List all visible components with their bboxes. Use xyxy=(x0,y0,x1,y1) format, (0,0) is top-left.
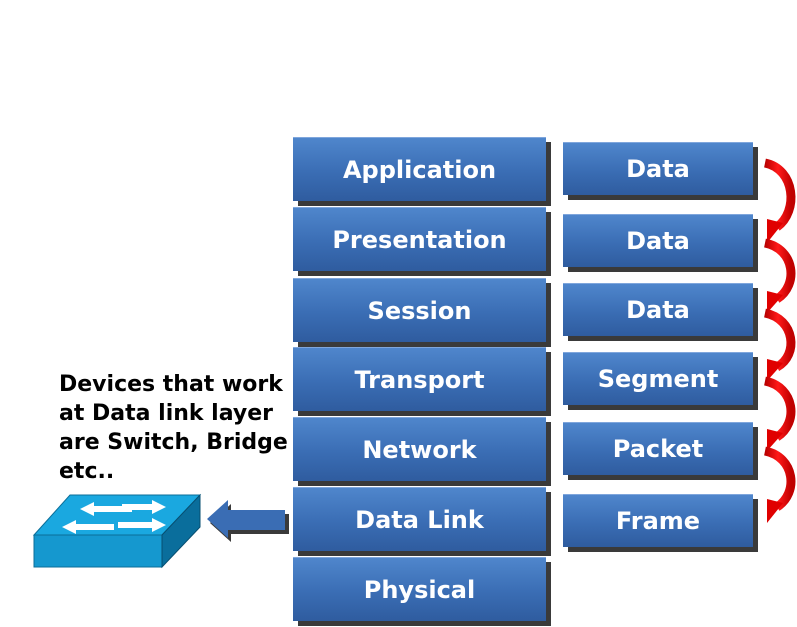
encapsulation-arrows xyxy=(763,158,796,523)
encapsulation-arrow-icon xyxy=(763,376,796,451)
pdu-transport: Segment xyxy=(563,352,753,405)
layer-data-link: Data Link xyxy=(293,487,546,551)
pdu-label: Data xyxy=(626,155,690,183)
layer-transport: Transport xyxy=(293,347,546,411)
note-line: etc.. xyxy=(59,459,115,484)
layer-label: Application xyxy=(342,155,497,184)
pdu-data-link: Frame xyxy=(563,494,753,547)
pdu-label: Packet xyxy=(612,435,704,463)
encapsulation-arrow-icon xyxy=(763,238,796,313)
layer-presentation: Presentation xyxy=(293,207,546,271)
layer-network: Network xyxy=(293,417,546,481)
encapsulation-arrow-icon xyxy=(763,446,796,523)
left-arrow-icon xyxy=(207,500,289,542)
layer-label: Physical xyxy=(363,575,476,604)
pdu-network: Packet xyxy=(563,422,753,475)
layer-physical: Physical xyxy=(293,557,546,621)
layer-session: Session xyxy=(293,278,546,342)
pdu-application: Data xyxy=(563,142,753,195)
device-note: Devices that work at Data link layer are… xyxy=(59,370,329,486)
pdu-label: Frame xyxy=(615,507,701,535)
layer-label: Data Link xyxy=(355,505,484,534)
layer-label: Network xyxy=(362,435,477,464)
note-line: at Data link layer xyxy=(59,401,274,426)
encapsulation-arrow-icon xyxy=(763,158,796,243)
pdu-label: Data xyxy=(626,296,690,324)
layer-label: Presentation xyxy=(332,225,507,254)
pdu-label: Data xyxy=(626,227,690,255)
note-line: Devices that work xyxy=(59,372,283,397)
encapsulation-arrow-icon xyxy=(763,308,796,381)
pdu-label: Segment xyxy=(597,365,719,393)
network-switch-icon xyxy=(32,493,202,569)
layer-application: Application xyxy=(293,137,546,201)
layer-label: Transport xyxy=(354,365,485,394)
layer-label: Session xyxy=(367,296,472,325)
note-line: are Switch, Bridge xyxy=(59,430,288,455)
pdu-presentation: Data xyxy=(563,214,753,267)
pdu-session: Data xyxy=(563,283,753,336)
